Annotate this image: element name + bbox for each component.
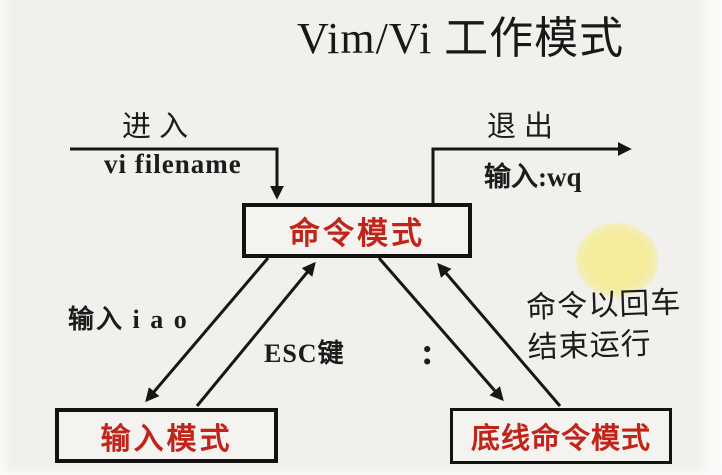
node-lastline-mode-label: 底线命令模式	[470, 423, 651, 455]
arrow-insert-to-command	[195, 261, 316, 407]
page-title: Vim/Vi 工作模式	[297, 14, 625, 63]
label-lastline-note-line2: 结束运行	[527, 327, 653, 365]
label-insert-trigger: 输入 i a o	[68, 305, 189, 334]
label-lastline-note-line1: 命令以回车	[525, 286, 682, 325]
label-lastline-trigger: :	[421, 331, 434, 373]
label-lastline-note: 命令以回车 结束运行	[526, 283, 684, 368]
arrow-enter-to-command	[70, 147, 284, 200]
node-command-mode: 命令模式	[242, 203, 472, 258]
arrow-command-to-insert	[145, 257, 270, 403]
node-insert-mode: 输入模式	[55, 408, 278, 463]
arrow-command-to-exit	[431, 142, 632, 204]
label-enter-command: vi filename	[104, 149, 242, 179]
arrow-command-to-lastline	[377, 257, 504, 402]
node-insert-mode-label: 输入模式	[100, 422, 233, 456]
node-command-mode-label: 命令模式	[289, 216, 425, 251]
edge-vignette-right	[698, 0, 722, 475]
label-esc-key: ESC键	[264, 339, 345, 368]
arrow-lastline-to-command	[437, 262, 562, 407]
pointer-highlight-dot	[576, 223, 658, 297]
label-enter: 进入	[122, 111, 197, 143]
label-exit: 退出	[487, 111, 562, 143]
edge-vignette-bottom	[0, 466, 722, 475]
node-lastline-mode: 底线命令模式	[450, 408, 672, 464]
edge-vignette-left	[0, 0, 12, 475]
label-exit-command: 输入:wq	[484, 162, 582, 192]
